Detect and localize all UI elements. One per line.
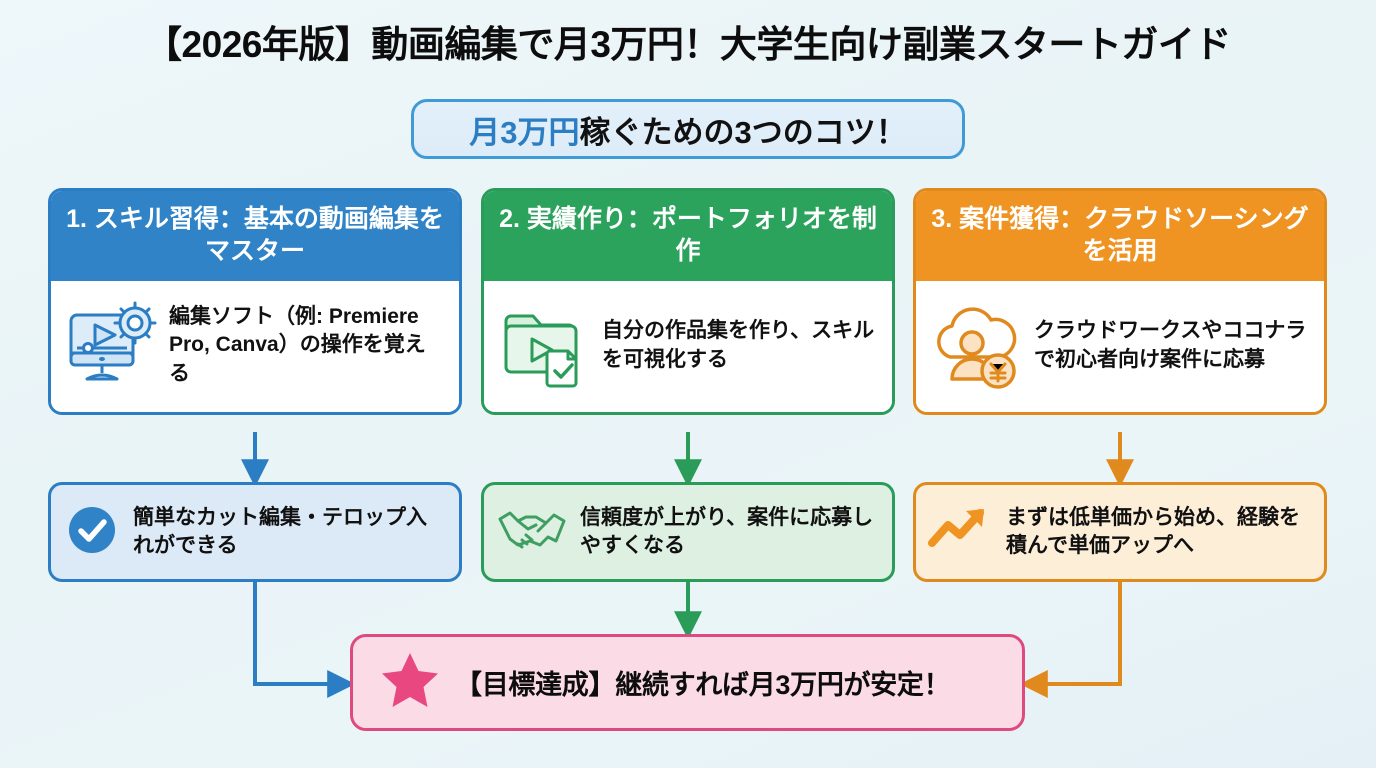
step-1-card: 1. スキル習得：基本の動画編集をマスター: [48, 188, 462, 415]
subtitle-banner: 月3万円稼ぐための3つのコツ！: [411, 99, 965, 159]
step-1-result: 簡単なカット編集・テロップ入れができる: [48, 482, 462, 582]
column-step-1: 1. スキル習得：基本の動画編集をマスター: [48, 188, 462, 415]
step-1-result-text: 簡単なカット編集・テロップ入れができる: [133, 505, 427, 557]
cloud-user-yen-icon: [928, 295, 1024, 396]
handshake-icon: [496, 501, 568, 564]
goal-box: 【目標達成】継続すれば月3万円が安定！: [350, 634, 1025, 731]
step-3-body-text: クラウドワークスやココナラで初心者向け案件に応募: [1034, 319, 1307, 371]
folder-video-check-icon: [496, 295, 592, 396]
step-3-body: クラウドワークスやココナラで初心者向け案件に応募: [916, 281, 1324, 412]
step-3-card: 3. 案件獲得：クラウドソーシングを活用: [913, 188, 1327, 415]
step-2-body-text: 自分の作品集を作り、スキルを可視化する: [602, 319, 875, 371]
step-1-body-text: 編集ソフト（例: Premiere Pro, Canva）の操作を覚える: [169, 305, 426, 385]
star-icon: [379, 649, 441, 716]
subtitle-highlight: 月3万円: [469, 114, 580, 150]
step-1-header: 1. スキル習得：基本の動画編集をマスター: [51, 191, 459, 281]
goal-text: 【目標達成】継続すれば月3万円が安定！: [455, 670, 951, 700]
step-2-body: 自分の作品集を作り、スキルを可視化する: [484, 281, 892, 412]
trending-up-icon: [928, 503, 994, 562]
arrow-result3-to-goal: [1019, 582, 1122, 698]
step-1-body: 編集ソフト（例: Premiere Pro, Canva）の操作を覚える: [51, 281, 459, 412]
step-2-header: 2. 実績作り：ポートフォリオを制作: [484, 191, 892, 281]
column-step-2: 2. 実績作り：ポートフォリオを制作 自分の作品集を作り、スキルを可視化する: [481, 188, 895, 415]
arrow-result1-to-goal: [253, 582, 356, 698]
step-2-result: 信頼度が上がり、案件に応募しやすくなる: [481, 482, 895, 582]
step-3-header: 3. 案件獲得：クラウドソーシングを活用: [916, 191, 1324, 281]
page-title: 【2026年版】動画編集で月3万円！大学生向け副業スタートガイド: [145, 24, 1231, 65]
check-circle-icon: [63, 501, 121, 564]
step-3-result-text: まずは低単価から始め、経験を積んで単価アップへ: [1006, 505, 1300, 557]
monitor-gear-icon: [63, 295, 159, 396]
step-2-result-text: 信頼度が上がり、案件に応募しやすくなる: [580, 505, 874, 557]
step-3-result: まずは低単価から始め、経験を積んで単価アップへ: [913, 482, 1327, 582]
step-2-card: 2. 実績作り：ポートフォリオを制作 自分の作品集を作り、スキルを可視化する: [481, 188, 895, 415]
subtitle-text: 稼ぐための3つのコツ！: [579, 114, 907, 150]
column-step-3: 3. 案件獲得：クラウドソーシングを活用: [913, 188, 1327, 415]
